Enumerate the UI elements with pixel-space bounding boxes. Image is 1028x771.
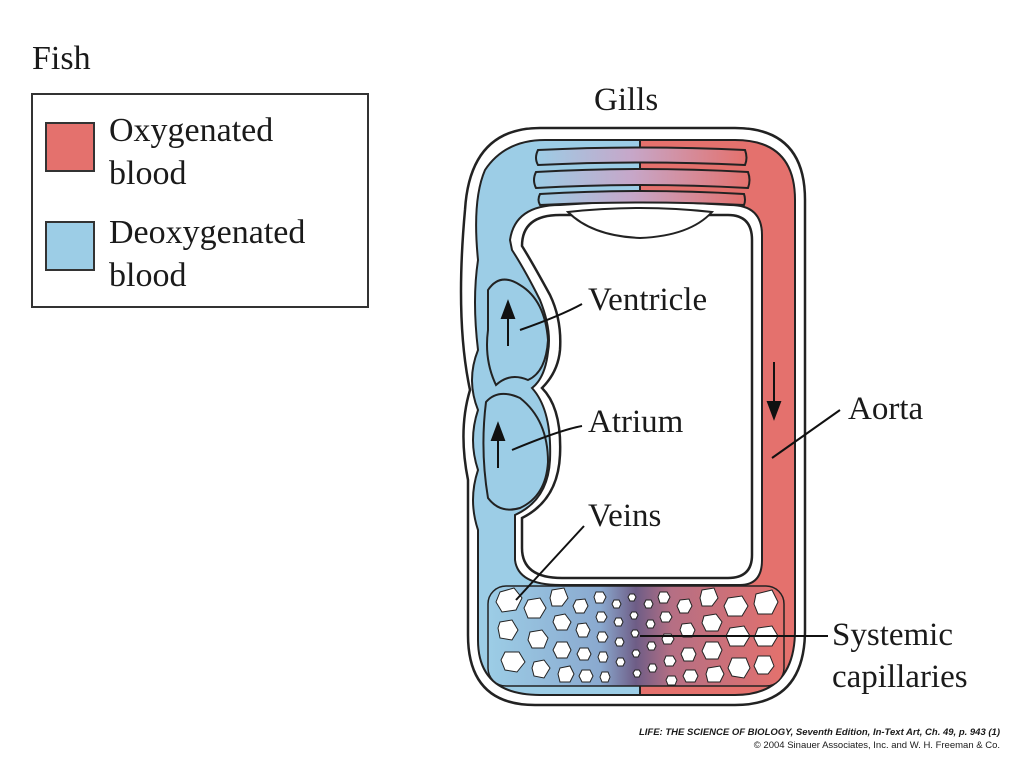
ventricle-leader [519,303,583,331]
ventricle-label: Ventricle [588,282,708,318]
gills [533,146,751,240]
aorta-label: Aorta [848,391,924,427]
veins-leader [515,525,585,601]
legend-oxygenated-label: Oxygenated blood [109,109,273,195]
legend-deoxygenated-line2: blood [109,257,187,294]
legend-oxygenated-line1: Oxygenated [109,112,274,149]
legend-oxygenated-line2: blood [109,155,187,192]
diagram-title: Fish [32,40,91,77]
systemic-label-line1: Systemic [832,617,953,653]
legend-deoxygenated-line1: Deoxygenated [109,214,306,251]
systemic-capillaries-label: Systemic capillaries [832,614,968,698]
legend-deoxygenated-label: Deoxygenated blood [109,211,305,297]
aorta-flow-arrow [766,401,782,421]
credit-line-1: LIFE: THE SCIENCE OF BIOLOGY, Seventh Ed… [638,727,1000,738]
veins-label: Veins [588,498,662,534]
leader-lines [511,303,841,637]
aorta-leader [771,409,841,459]
credit-line-2: © 2004 Sinauer Associates, Inc. and W. H… [753,740,1000,751]
flow-arrows [490,299,782,468]
oxygenated-swatch [45,122,95,172]
atrium-leader [511,425,583,451]
ventricle-flow-arrow [500,299,516,319]
ventricle-chamber [486,278,550,387]
atrium-chamber [482,392,550,511]
atrium-label: Atrium [588,404,684,440]
legend-box: Oxygenated blood Deoxygenated blood [31,93,369,308]
gills-label: Gills [594,82,659,118]
systemic-label-line2: capillaries [832,659,968,695]
deoxygenated-swatch [45,221,95,271]
atrium-flow-arrow [490,421,506,441]
capillary-bed [487,585,785,687]
